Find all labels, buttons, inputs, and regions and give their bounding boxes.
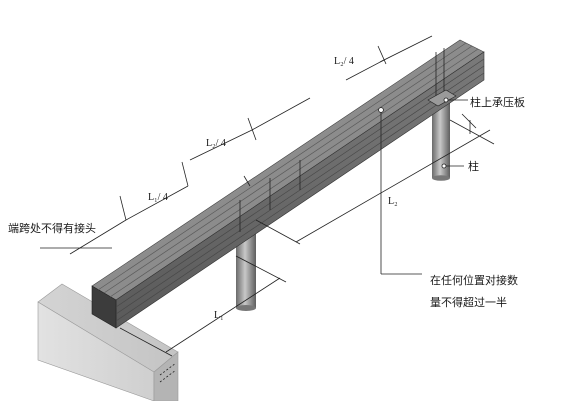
column-2 [432, 100, 450, 181]
end-wall [37, 283, 179, 401]
end-span-label: 端跨处不得有接头 [8, 221, 96, 235]
beam [91, 39, 485, 329]
dim-quarter-right: L₂/ 4 [334, 56, 354, 67]
joints-note-line2: 量不得超过一半 [430, 295, 507, 309]
dimension-lines [40, 35, 495, 357]
column-label: 柱 [468, 159, 479, 173]
bearing-plate-shape [427, 89, 457, 107]
dim-span1: L₁ [214, 310, 224, 321]
joints-note-line1: 在任何位置对接数 [430, 273, 518, 287]
bearing-plate-label: 柱上承压板 [470, 95, 525, 109]
dim-span2: L₂ [388, 196, 398, 207]
column-1 [236, 228, 256, 311]
dim-quarter-mid: L₂/ 4 [206, 138, 226, 149]
dim-quarter-left: L₁/ 4 [148, 192, 168, 203]
